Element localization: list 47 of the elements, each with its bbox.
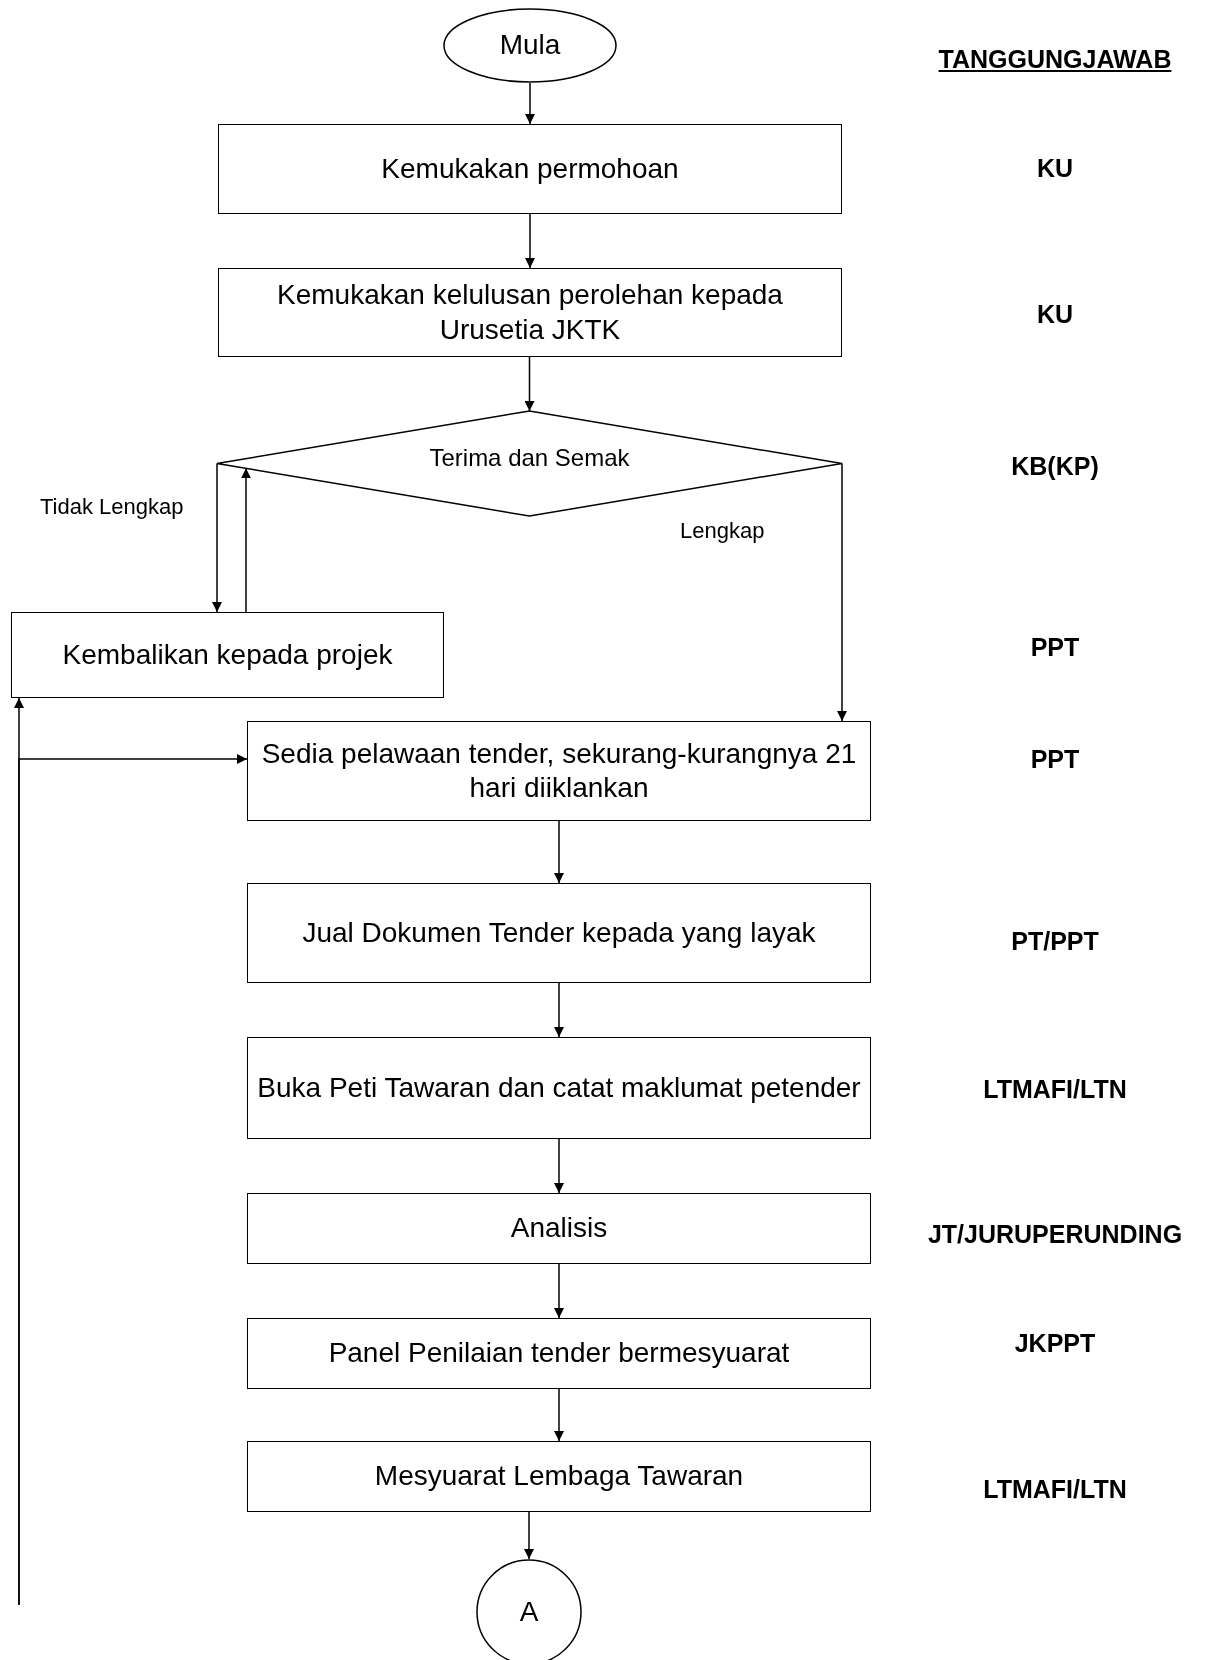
node-text: A [518,1594,540,1629]
arrow [554,1388,564,1442]
arrow [525,82,535,125]
role-label: PPT [1030,745,1080,774]
role-label: LTMAFI/LTN [983,1075,1127,1104]
start-terminal [443,8,617,83]
arrow [241,467,251,613]
role-label: KB(KP) [1011,452,1099,481]
process-box [218,124,842,214]
arrow [554,982,564,1038]
arrow [524,356,535,412]
process-box [247,1318,871,1389]
process-box [247,1037,871,1139]
process-box [247,883,871,983]
node-text: Sedia pelawaan tender, sekurang-kurangnya 21 hari diiklankan [260,736,858,805]
node-text: Kemukakan permohoan [380,151,680,186]
arrow [554,1138,564,1194]
role-label: KU [1036,300,1074,329]
process-box [247,1193,871,1264]
arrow [554,1263,564,1319]
role-label: LTMAFI/LTN [983,1475,1127,1504]
node-text: Buka Peti Tawaran dan catat maklumat petender [256,1070,862,1105]
arrow [837,462,847,722]
node-text: Mesyuarat Lembaga Tawaran [373,1459,745,1494]
process-box [218,268,842,357]
node-text: Analisis [509,1211,609,1246]
node-text: Kembalikan kepada projek [61,637,394,672]
role-label: KU [1036,154,1074,183]
node-text: Panel Penilaian tender bermesyuarat [327,1336,791,1371]
decision-diamond [217,411,842,516]
node-text: Terima dan Semak [428,442,631,473]
arrow [212,462,222,613]
column-heading: TANGGUNGJAWAB [938,45,1172,74]
arrow [554,820,564,884]
arrow [18,754,248,1606]
arrow [524,1511,534,1560]
arrow [525,213,535,269]
node-text: Kemukakan kelulusan perolehan kepada Urusetia JKTK [276,278,784,347]
node-text: Jual Dokumen Tender kepada yang layak [301,915,817,950]
role-label: JKPPT [1014,1329,1096,1358]
role-label: PT/PPT [1011,927,1099,956]
role-label: PPT [1030,633,1080,662]
process-box [247,1441,871,1512]
process-box [247,721,871,821]
role-label: JT/JURUPERUNDING [927,1220,1183,1249]
node-text: Mula [498,28,562,63]
process-box [11,612,444,698]
